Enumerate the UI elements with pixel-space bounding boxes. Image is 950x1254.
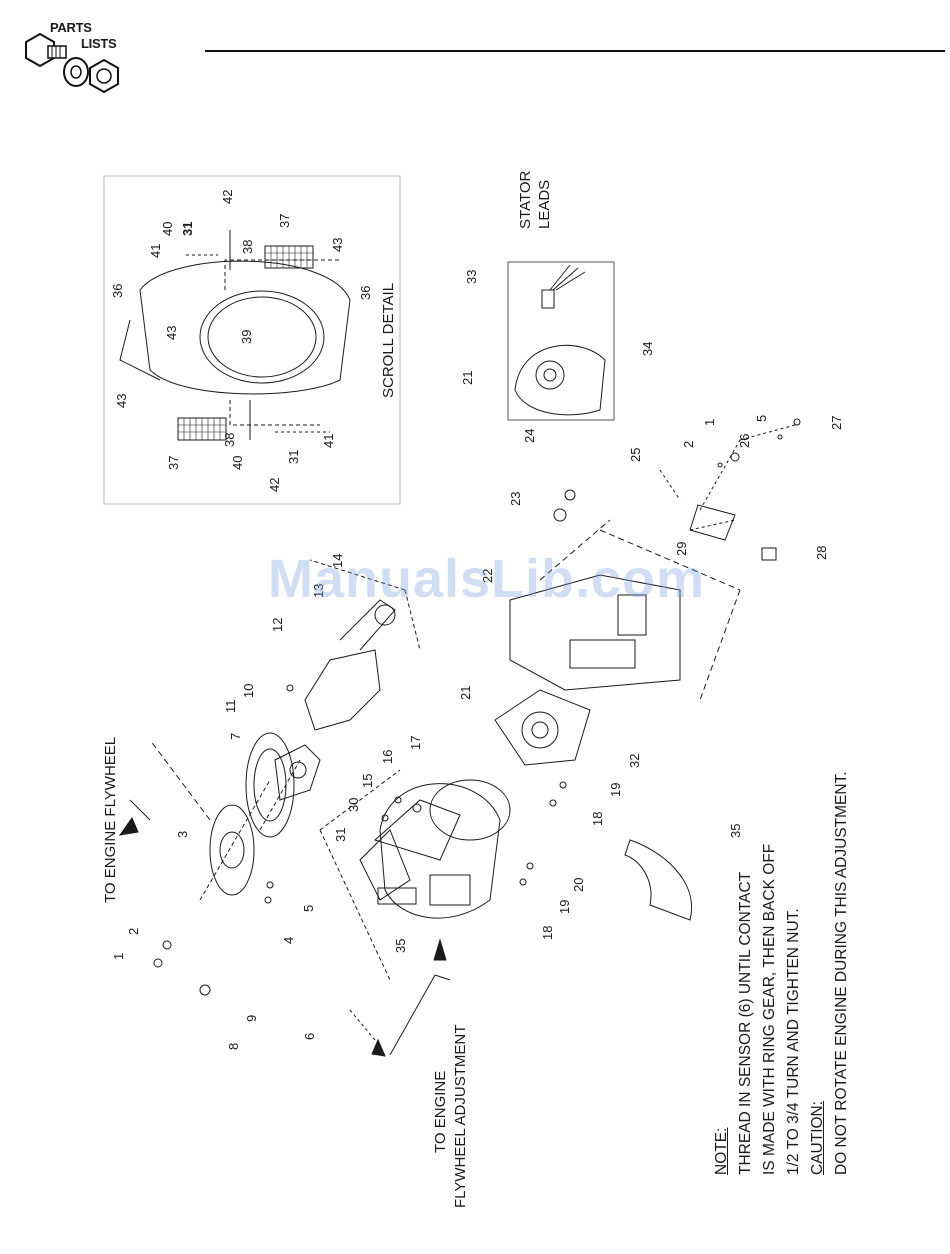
part-label-21b: 21 (458, 686, 473, 700)
label-37b: 37 (166, 456, 181, 470)
caption-leads: LEADS (536, 180, 553, 229)
part-label-24: 24 (522, 429, 537, 443)
part-label-10: 10 (241, 684, 256, 698)
rotor-12 (304, 649, 381, 731)
part-label-26: 26 (737, 434, 752, 448)
part-label-1a: 1 (111, 953, 126, 960)
scroll-screen-35-left (377, 887, 417, 905)
caution-text: DO NOT ROTATE ENGINE DURING THIS ADJUSTM… (833, 771, 850, 1175)
label-43a: 43 (330, 238, 345, 252)
fan-7 (245, 732, 295, 838)
hub-11 (274, 744, 321, 801)
label-41b: 41 (321, 434, 336, 448)
control-box-22 (509, 574, 681, 691)
caption-flywheel-adjustment: FLYWHEEL ADJUSTMENT (452, 1025, 469, 1208)
part-label-20: 20 (571, 878, 586, 892)
part-label-27: 27 (829, 416, 844, 430)
caption-to-engine: TO ENGINE (432, 1071, 449, 1153)
logo-text-parts: PARTS (50, 20, 92, 35)
ring-gear-3 (209, 804, 255, 896)
logo-text-lists: LISTS (81, 36, 117, 51)
part-label-5b: 5 (754, 415, 769, 422)
part-label-11: 11 (223, 700, 238, 714)
label-42a: 42 (220, 190, 235, 204)
part-label-35b: 35 (728, 824, 743, 838)
label-38a: 38 (240, 240, 255, 254)
part-label-9: 9 (244, 1015, 259, 1022)
stator-end-bracket-detail (507, 261, 615, 421)
part-label-25: 25 (628, 448, 643, 462)
part-label-18a: 18 (590, 812, 605, 826)
end-bracket-21 (494, 689, 591, 766)
part-label-7: 7 (228, 733, 243, 740)
note-line-3: 1/2 TO 3/4 TURN AND TIGHTEN NUT. (785, 908, 802, 1175)
part-label-21a: 21 (460, 371, 475, 385)
label-42b: 42 (267, 478, 282, 492)
label-38b: 38 (222, 433, 237, 447)
part-label-6: 6 (302, 1033, 317, 1040)
part-label-18b: 18 (540, 926, 555, 940)
header-rule (205, 50, 945, 52)
part-label-4: 4 (281, 937, 296, 944)
label-31b: 31 (286, 450, 301, 464)
part-label-19b: 19 (557, 900, 572, 914)
label-37a: 37 (277, 214, 292, 228)
part-label-2a: 2 (126, 928, 141, 935)
caption-stator: STATOR (517, 170, 534, 229)
scroll-housing-36 (139, 260, 351, 395)
note-heading: NOTE: (713, 1127, 730, 1175)
scroll-detail-frame (103, 175, 401, 505)
bracket-part-28 (761, 547, 777, 561)
label-43b: 43 (164, 326, 179, 340)
label-36b: 36 (358, 286, 373, 300)
scroll-detail-title: SCROLL DETAIL (380, 283, 397, 398)
part-label-31: 31 (333, 828, 348, 842)
part-label-34: 34 (640, 342, 655, 356)
note-line-2: IS MADE WITH RING GEAR, THEN BACK OFF (761, 843, 778, 1175)
caption-to-engine-flywheel: TO ENGINE FLYWHEEL (102, 737, 119, 903)
part-label-29: 29 (674, 542, 689, 556)
part-label-17: 17 (408, 736, 423, 750)
label-40a: 40 (160, 222, 175, 236)
part-label-15: 15 (360, 774, 375, 788)
scroll-detail-labels: 36 36 37 37 38 38 39 40 40 31 31 41 41 4… (110, 190, 397, 492)
part-label-5a: 5 (301, 905, 316, 912)
label-40b: 40 (230, 456, 245, 470)
part-label-22: 22 (480, 569, 495, 583)
watermark: ManualsLib.com (268, 549, 706, 609)
part-label-2b: 2 (681, 441, 696, 448)
nut-bolt-icon (25, 32, 119, 94)
part-label-23: 23 (508, 492, 523, 506)
label-36a: 36 (110, 284, 125, 298)
part-label-19a: 19 (608, 783, 623, 797)
label-41a: 41 (148, 244, 163, 258)
part-label-8: 8 (226, 1043, 241, 1050)
bracket-29 (689, 504, 736, 541)
label-43c: 43 (114, 394, 129, 408)
part-label-28: 28 (814, 546, 829, 560)
part-label-1b: 1 (702, 419, 717, 426)
part-number-labels: 1 2 3 4 5 6 7 8 9 10 11 12 13 14 15 16 1… (111, 270, 844, 1050)
part-label-30: 30 (346, 798, 361, 812)
stator-housing-17 (379, 783, 501, 919)
scroll-35-right (624, 839, 692, 921)
part-label-13: 13 (311, 584, 326, 598)
scroll-35-left (359, 829, 411, 901)
note-line-1: THREAD IN SENSOR (6) UNTIL CONTACT (737, 871, 754, 1175)
part-label-16: 16 (380, 750, 395, 764)
part-label-3: 3 (175, 831, 190, 838)
scroll-ring-39 (199, 290, 325, 384)
label-31a: 31 (180, 222, 195, 236)
part-label-33: 33 (464, 270, 479, 284)
part-label-35a: 35 (393, 939, 408, 953)
parts-lists-logo: PARTS LISTS (18, 20, 138, 105)
part-label-12: 12 (270, 618, 285, 632)
part-label-32: 32 (627, 754, 642, 768)
note-block: NOTE: THREAD IN SENSOR (6) UNTIL CONTACT… (710, 771, 854, 1175)
caution-heading: CAUTION: (809, 1100, 826, 1175)
label-39: 39 (239, 330, 254, 344)
part-label-14: 14 (330, 554, 345, 568)
